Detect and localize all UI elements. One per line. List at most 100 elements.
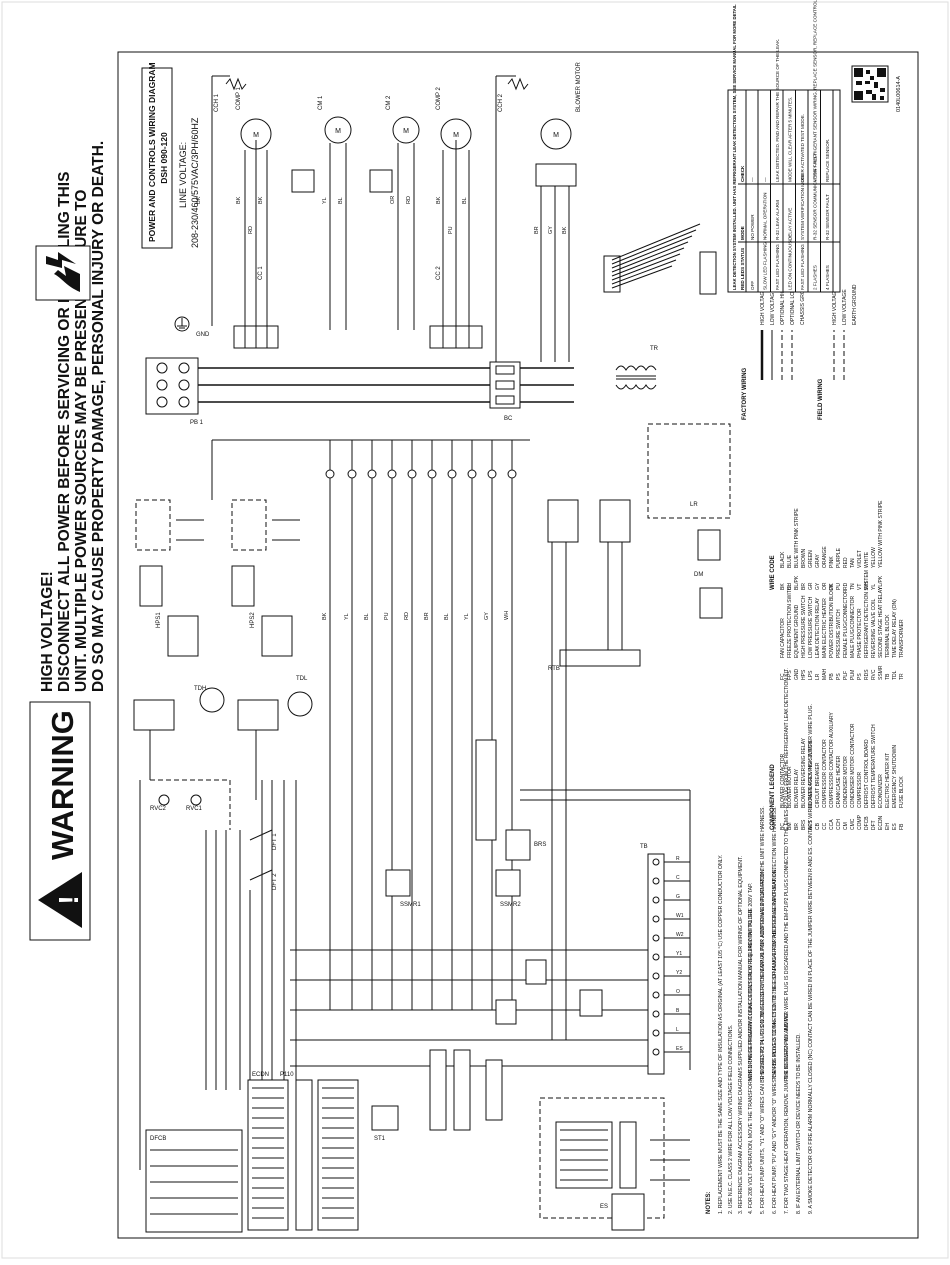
warning-triangle-icon [38, 872, 82, 928]
factory-wiring-legend: FACTORY WIRING HIGH VOLTAGE LOW VOLTAGE … [742, 261, 806, 420]
side-note: THE ES/ES-P2 PINK JUMPER WIRE PLUG IS DI… [784, 668, 790, 1080]
wire-label: WH [504, 611, 510, 620]
field-wiring-title: FIELD WIRING [818, 378, 824, 420]
ground-icon [174, 316, 190, 332]
legend-code: PS [857, 673, 863, 680]
wire-code: BR [801, 583, 807, 590]
wire-label: BR [534, 226, 540, 234]
legend-desc: COMPRESSOR [857, 771, 863, 808]
legend-code: FC [780, 673, 786, 680]
legend-code: PB [829, 673, 835, 680]
tb-label: TB [640, 844, 648, 850]
leak-table-cell: R-32 SENSOR FAULT [825, 194, 830, 240]
lr-label: LR [690, 502, 698, 508]
wire-color: BLACK [780, 551, 786, 568]
tb-terminal-label: Y2 [676, 970, 682, 976]
tb-terminal-label: G [676, 894, 680, 900]
legend-desc: PHASE PROTECTOR [857, 608, 863, 658]
wire-label: BR [424, 612, 430, 620]
legend-item: OPTIONAL HIGH VOLTAGE [780, 261, 786, 325]
legend-code: FPS [787, 670, 793, 680]
factory-wiring-title: FACTORY WIRING [742, 367, 748, 420]
wire-code: TN [850, 583, 856, 590]
cm1-label: CM 1 [318, 95, 324, 110]
diagram-title: POWER AND CONTROLS WIRING DIAGRAM [147, 62, 157, 242]
legend-code: GND [794, 669, 800, 681]
compressor-2: M [440, 118, 472, 150]
transformer-symbol [615, 365, 657, 390]
center-relays: SSMR1 SSMR2 BRS [290, 789, 691, 1070]
rtb-terminal-strip [559, 649, 641, 667]
wire-color: GREEN [808, 550, 814, 568]
low-voltage-bus: RTB LR DM BK YL BL PU RD BR BL YL GY WH [211, 423, 731, 1040]
legend-desc: CRANKCASE HEATER [836, 755, 842, 808]
side-note: THE RDS PLUG IS CONNECTED TO THE ES/P PL… [772, 806, 778, 1080]
tb-terminal-label: B [676, 1008, 680, 1014]
wire-label: BL [444, 613, 450, 620]
legend-desc: BLOWER RELAY [794, 768, 800, 808]
note-item: 4. FOR 208 VOLT OPERATION, MOVE THE TRAN… [748, 883, 754, 1214]
legend-code: CCH [836, 819, 842, 830]
wire-color: ORANGE [822, 546, 828, 568]
qr-code-icon [851, 65, 889, 103]
bc-label: BC [504, 416, 513, 422]
tdl-relay-1 [133, 699, 175, 731]
legend-desc: FAN CAPACITOR [780, 618, 786, 658]
leak-table-cell: — [750, 177, 755, 182]
legend-desc: TIME DELAY RELAY (ON) [892, 599, 898, 658]
legend-desc: FEMALE PLUG/CONNECTOR [843, 589, 849, 658]
wire-color: WHITE [864, 551, 870, 568]
rvc2-label: RVC2 [150, 806, 167, 812]
tb-terminal-label: L [676, 1027, 679, 1033]
st1-label: ST1 [374, 1136, 386, 1142]
wire-code: OR [822, 582, 828, 590]
warning-line-1: HIGH VOLTAGE! [39, 571, 56, 692]
svg-text:M: M [253, 132, 259, 139]
legend-desc: ELECTRIC HEATER KIT [885, 753, 891, 808]
wire-color: VIOLET [857, 550, 863, 568]
leak-table-title: LEAK DETECTION SYSTEM INSTALLED. UNIT HA… [732, 4, 737, 290]
leak-table-cell: NO POWER [750, 214, 755, 240]
leak-table-cell: SYSTEM VERIFICATION MODE [800, 173, 805, 240]
legend-desc: POWER DISTRIBUTION BLOCK [829, 583, 835, 658]
bottom-left-boards: DFCB ECDN P110 ST1 [145, 1049, 503, 1233]
legend-desc: EQUIPMENT GROUND [794, 604, 800, 658]
legend-desc: BLOWER PROVING SWITCH [808, 740, 814, 808]
ecdn-plug-label: P110 [280, 1072, 294, 1078]
leak-table-cell: FAST LED FLASHING [800, 244, 805, 290]
wire-label: BL [338, 197, 344, 204]
pb1-block [145, 357, 199, 415]
legend-desc: TRANSFORMER [899, 619, 905, 658]
tdh-label: TDH [194, 686, 206, 692]
warning-line-4: DO SO MAY CAUSE PROPERTY DAMAGE, PERSONA… [90, 141, 107, 692]
wire-code: WH [864, 581, 870, 590]
warning-text: HIGH VOLTAGE! DISCONNECT ALL POWER BEFOR… [39, 141, 107, 692]
wire-color: YELLOW WITH PINK STRIPE [878, 500, 884, 568]
wire-code: BL/PK [794, 575, 800, 590]
legend-desc: TERMINAL BLOCK [885, 614, 891, 658]
legend-desc: COMPRESSOR CONTACTOR AUXILIARY [829, 711, 835, 808]
wire-code: RD [843, 582, 849, 590]
dfcb-board [145, 1129, 243, 1233]
legend-code: TDL [892, 670, 898, 680]
dft2-label: DFT 2 [272, 873, 278, 890]
cm2-label: CM 2 [386, 95, 392, 110]
leak-table-header: CHECK [740, 165, 745, 182]
leak-detection-table: LEAK DETECTION SYSTEM INSTALLED. UNIT HA… [727, 0, 841, 293]
blower-motor-label: BLOWER MOTOR [576, 61, 582, 112]
legend-code: ES [892, 823, 898, 830]
document-number: 0140L00614-A [896, 76, 902, 112]
wire-code: PU [836, 583, 842, 590]
legend-code: PLM [850, 670, 856, 680]
wire-color: BLUE WITH PINK STRIPE [794, 508, 800, 568]
rtb-label: RTB [548, 666, 560, 672]
wire-code: PK [829, 583, 835, 590]
model-number: DSH 090-120 [159, 132, 169, 184]
warning-badge-label: WARNING [45, 710, 80, 860]
legend-item: HIGH VOLTAGE [832, 288, 838, 325]
pb1-label: PB 1 [190, 420, 204, 426]
es-plug-section: ES [539, 1097, 690, 1231]
leak-table-cell: R-32 LEAK ALARM [775, 200, 780, 240]
